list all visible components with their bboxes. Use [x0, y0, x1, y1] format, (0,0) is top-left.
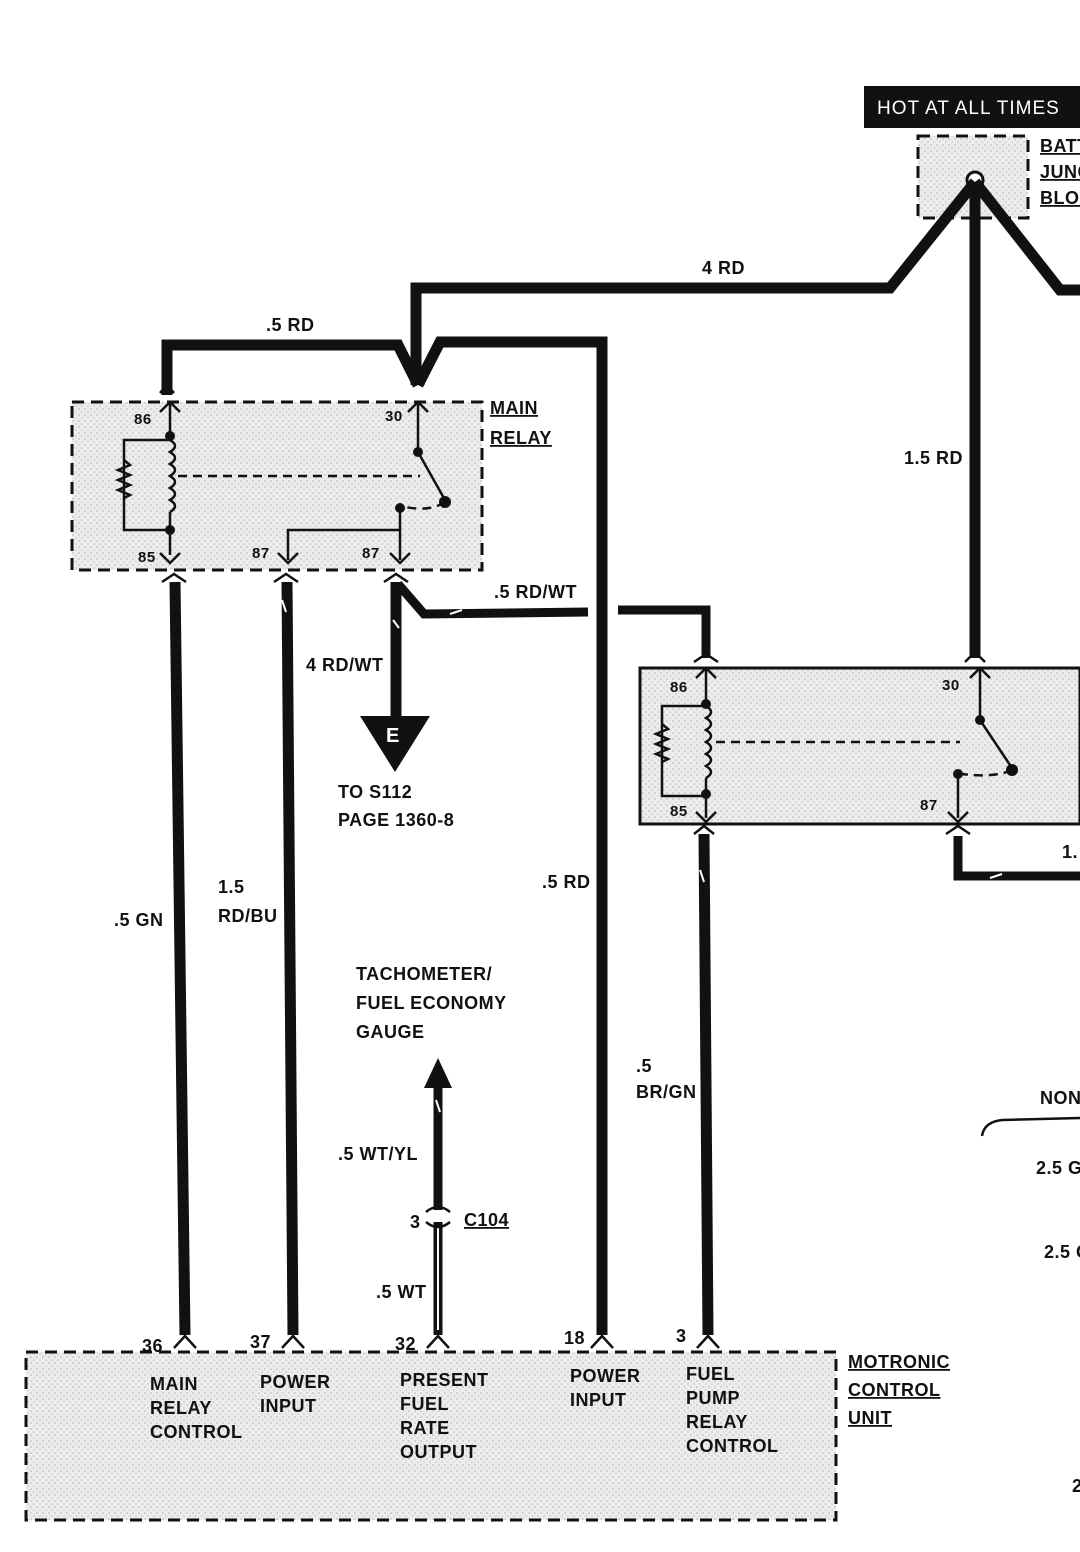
- label-right-4: 2: [1072, 1476, 1080, 1496]
- wire-4rd: [410, 178, 980, 385]
- ecu-pin-36-line-2: RELAY: [150, 1398, 212, 1418]
- label-0-5rd: .5 RD: [542, 872, 591, 892]
- hot-at-all-times-banner: HOT AT ALL TIMES: [864, 86, 1080, 128]
- ecu-pin-32-line-4: OUTPUT: [400, 1442, 477, 1462]
- label-1-5rdbu-1: 1.5: [218, 877, 245, 897]
- ecu-pin-18-line-1: POWER: [570, 1366, 641, 1386]
- main-relay-pin-87b: 87: [362, 545, 380, 562]
- motronic-control-unit: MOTRONIC CONTROL UNIT 36 MAIN RELAY CONT…: [24, 1326, 950, 1522]
- ecu-pin-37: 37: [250, 1332, 271, 1352]
- wire-labels: .5 RD 4 RD 1.5 RD .5 RD/WT 4 RD/WT .5 GN…: [114, 258, 1080, 1496]
- ecu-pin-3: 3: [676, 1326, 687, 1346]
- main-relay-title-2: RELAY: [490, 428, 552, 448]
- label-4rdwt: 4 RD/WT: [306, 655, 384, 675]
- ecu-wires: [169, 581, 1080, 1336]
- wire-pump-87-out: [953, 836, 1080, 881]
- connector-pin: 3: [410, 1212, 421, 1232]
- label-right-1: 1.: [1062, 842, 1078, 862]
- pump-relay-pin-30: 30: [942, 677, 960, 694]
- ecu-title-3: UNIT: [848, 1408, 892, 1428]
- label-right-3: 2.5 G: [1044, 1242, 1080, 1262]
- wire-0-5rd-to-86: [161, 339, 423, 395]
- main-relay-terminal-caps: [159, 374, 425, 584]
- tach-line-3: GAUGE: [356, 1022, 425, 1042]
- tach-line-1: TACHOMETER/: [356, 964, 492, 984]
- ecu-pin-37-line-1: POWER: [260, 1372, 331, 1392]
- ecu-pin-32-line-1: PRESENT: [400, 1370, 489, 1390]
- label-0-5brgn-1: .5: [636, 1056, 652, 1076]
- label-4rd: 4 RD: [702, 258, 745, 278]
- ground-e-letter: E: [386, 725, 399, 747]
- main-relay-pin-30: 30: [385, 408, 403, 425]
- ecu-pin-3-line-1: FUEL: [686, 1364, 735, 1384]
- fuel-pump-relay: 86 85 30 87: [638, 650, 1080, 836]
- ground-e-line-1: TO S112: [338, 782, 412, 802]
- ecu-pin-32-line-2: FUEL: [400, 1394, 449, 1414]
- connector-name: C104: [464, 1210, 509, 1230]
- main-relay-pin-85: 85: [138, 549, 156, 566]
- ground-e-reference: E TO S112 PAGE 1360-8: [338, 716, 454, 830]
- label-0-5wtyl: .5 WT/YL: [338, 1144, 418, 1164]
- label-0-5rdwt: .5 RD/WT: [494, 582, 577, 602]
- hot-at-all-times-label: HOT AT ALL TIMES: [877, 98, 1060, 119]
- tach-line-2: FUEL ECONOMY: [356, 993, 507, 1013]
- ecu-pin-36-line-1: MAIN: [150, 1374, 198, 1394]
- pump-relay-resistor: [652, 723, 672, 764]
- battery-block-label-3: BLOC: [1040, 188, 1080, 208]
- ecu-pin-36: 36: [142, 1336, 163, 1356]
- ecu-pin-3-line-2: PUMP: [686, 1388, 740, 1408]
- ecu-pin-3-line-3: RELAY: [686, 1412, 748, 1432]
- tach-arrow-icon: [424, 1058, 452, 1088]
- tachometer-gauge-reference: TACHOMETER/ FUEL ECONOMY GAUGE 3 C104: [356, 964, 509, 1232]
- wire-battery-right: [970, 178, 1080, 296]
- main-relay-title-1: MAIN: [490, 398, 538, 418]
- main-relay-coil: [167, 438, 177, 514]
- label-1-5rdbu-2: RD/BU: [218, 906, 278, 926]
- main-relay-pin-86: 86: [134, 411, 152, 428]
- main-relay-resistor: [114, 459, 134, 500]
- ecu-pin-32-line-3: RATE: [400, 1418, 450, 1438]
- label-0-5rd-top: .5 RD: [266, 315, 315, 335]
- ecu-pin-36-line-3: CONTROL: [150, 1422, 243, 1442]
- ecu-pin-3-line-4: CONTROL: [686, 1436, 779, 1456]
- pump-relay-pin-85: 85: [670, 803, 688, 820]
- wire-0-5brgn: [698, 833, 714, 1336]
- ecu-title-2: CONTROL: [848, 1380, 941, 1400]
- ground-e-triangle-icon: [360, 716, 430, 772]
- label-0-5brgn-2: BR/GN: [636, 1082, 697, 1102]
- label-1-5rd: 1.5 RD: [904, 448, 963, 468]
- wire-0-5gn: [169, 581, 191, 1336]
- ecu-pin-18: 18: [564, 1328, 585, 1348]
- pump-relay-coil: [703, 704, 713, 780]
- label-non: NON: [1040, 1088, 1080, 1108]
- ecu-pin-18-line-2: INPUT: [570, 1390, 627, 1410]
- main-relay: MAIN RELAY 86 85 30 87 87: [70, 398, 552, 572]
- pump-relay-pin-86: 86: [670, 679, 688, 696]
- ground-e-line-2: PAGE 1360-8: [338, 810, 454, 830]
- battery-junction-block: BATT JUNC BLOC: [916, 134, 1080, 220]
- supply-wires: [161, 178, 1080, 1335]
- battery-block-label-1: BATT: [1040, 136, 1080, 156]
- label-right-2: 2.5 G: [1036, 1158, 1080, 1178]
- wire-1-5rdbu: [281, 581, 299, 1336]
- battery-block-label-2: JUNC: [1040, 162, 1080, 182]
- main-relay-pin-87a: 87: [252, 545, 270, 562]
- ecu-pin-37-line-2: INPUT: [260, 1396, 317, 1416]
- ecu-title-1: MOTRONIC: [848, 1352, 950, 1372]
- wire-0-5rdwt: [394, 581, 589, 619]
- label-0-5wt: .5 WT: [376, 1282, 427, 1302]
- pump-relay-pin-87: 87: [920, 797, 938, 814]
- label-0-5gn: .5 GN: [114, 910, 164, 930]
- ecu-pin-32: 32: [395, 1334, 416, 1354]
- wire-0-5rd-to-ecu18: [413, 336, 608, 1335]
